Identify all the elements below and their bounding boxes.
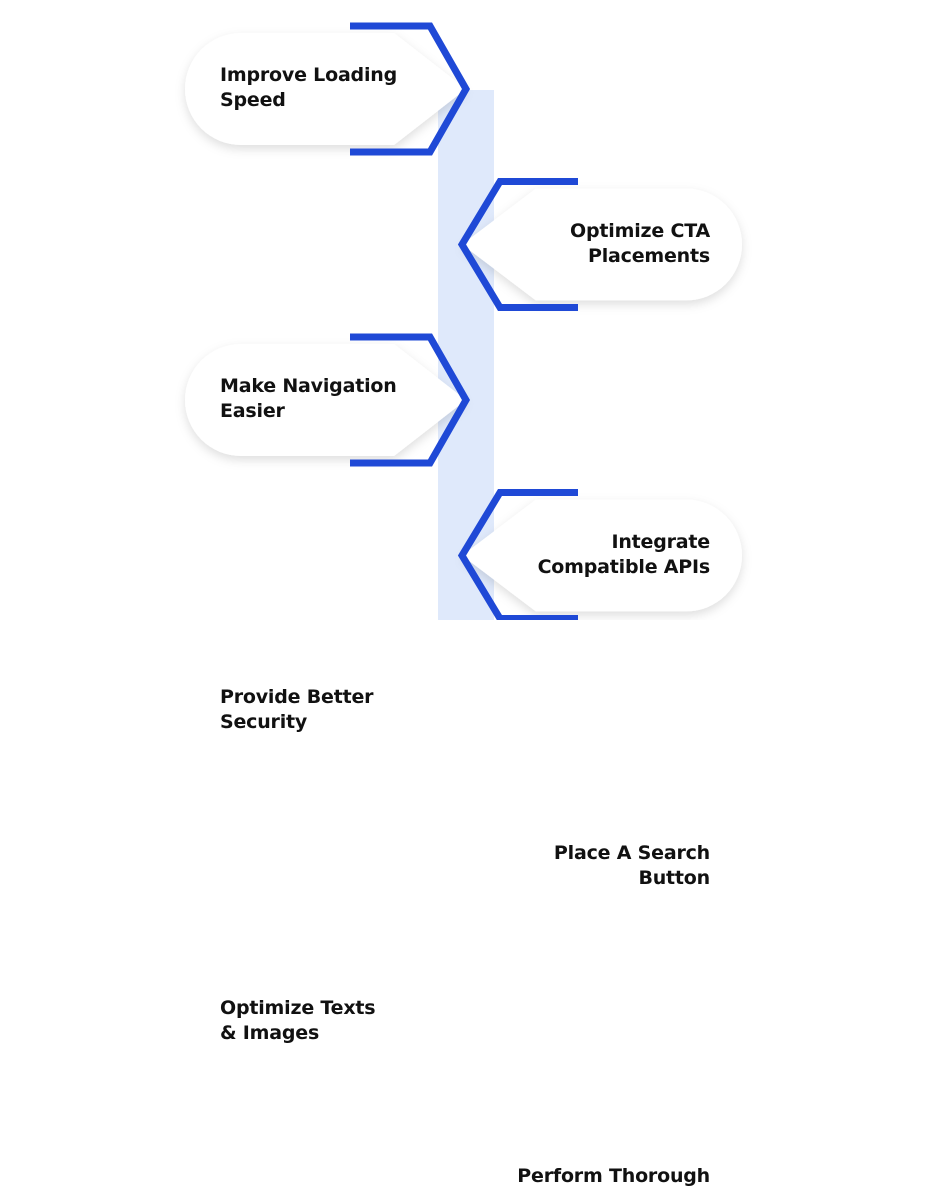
step-card-body <box>185 344 466 456</box>
step-label-3: Make Navigation Easier <box>220 375 397 422</box>
step-card-border <box>350 22 471 156</box>
step-label-7: Optimize Texts & Images <box>220 997 376 1044</box>
step-card-body <box>185 33 466 145</box>
diagram-canvas <box>185 22 743 1189</box>
step-label-2: Optimize CTA Placements <box>570 219 710 267</box>
step-card-border <box>457 178 578 311</box>
step-card-border <box>457 489 578 622</box>
step-card-border <box>350 333 471 467</box>
step-card-body <box>462 499 743 612</box>
step-card-2 <box>457 178 743 311</box>
step-label-5: Provide Better Security <box>220 686 374 733</box>
step-card-4 <box>457 489 743 622</box>
step-card-1 <box>185 22 471 156</box>
step-label-6: Place A Search Button <box>553 841 710 889</box>
step-label-4: Integrate Compatible APIs <box>537 530 711 578</box>
step-card-3 <box>185 333 471 467</box>
step-card-body <box>462 188 743 301</box>
step-label-1: Improve Loading Speed <box>220 64 397 111</box>
step-label-8: Perform Thorough <box>517 1165 710 1187</box>
